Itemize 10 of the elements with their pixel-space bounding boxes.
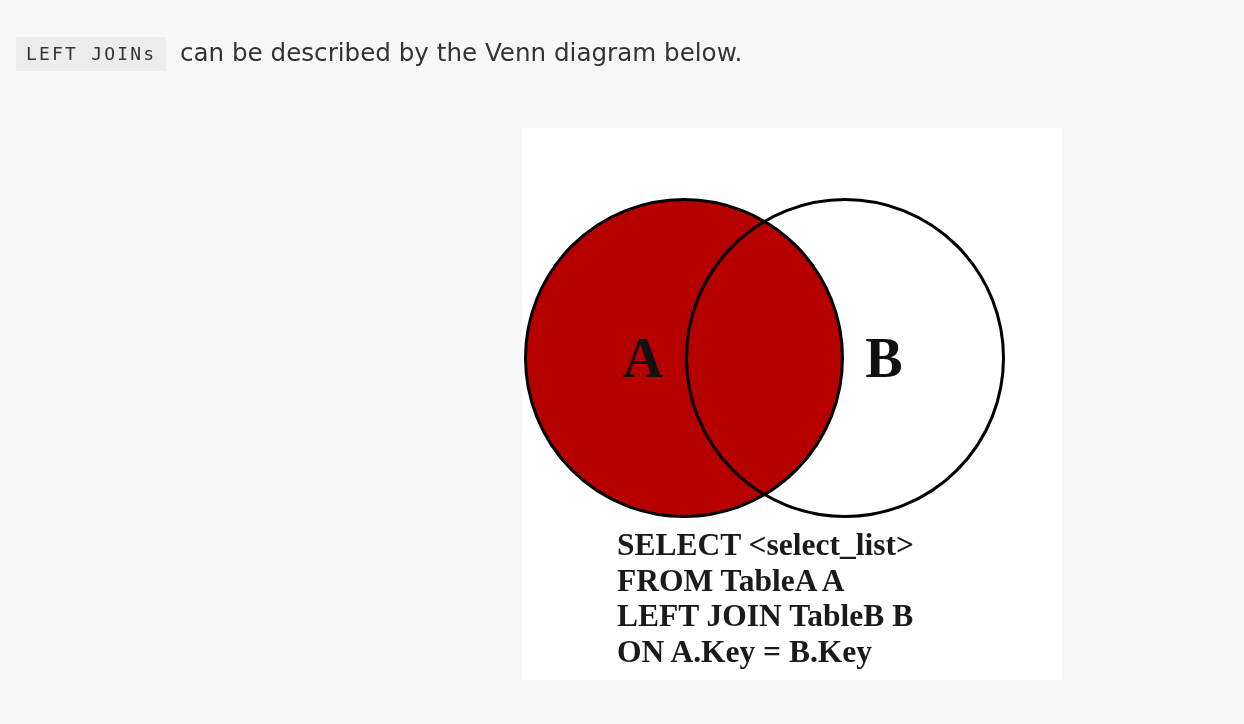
inline-code: LEFT JOINs <box>16 37 167 71</box>
sql-line: ON A.Key = B.Key <box>617 634 873 670</box>
sql-line: LEFT JOIN TableB B <box>617 598 914 634</box>
sql-line: SELECT <select_list> <box>617 527 914 563</box>
sql-line: FROM TableA A <box>617 563 845 599</box>
set-label: B <box>865 330 903 386</box>
set-label: A <box>622 330 664 386</box>
venn-circle <box>524 198 844 518</box>
intro-text: can be described by the Venn diagram below. <box>180 37 743 69</box>
venn-circle <box>685 198 1005 518</box>
